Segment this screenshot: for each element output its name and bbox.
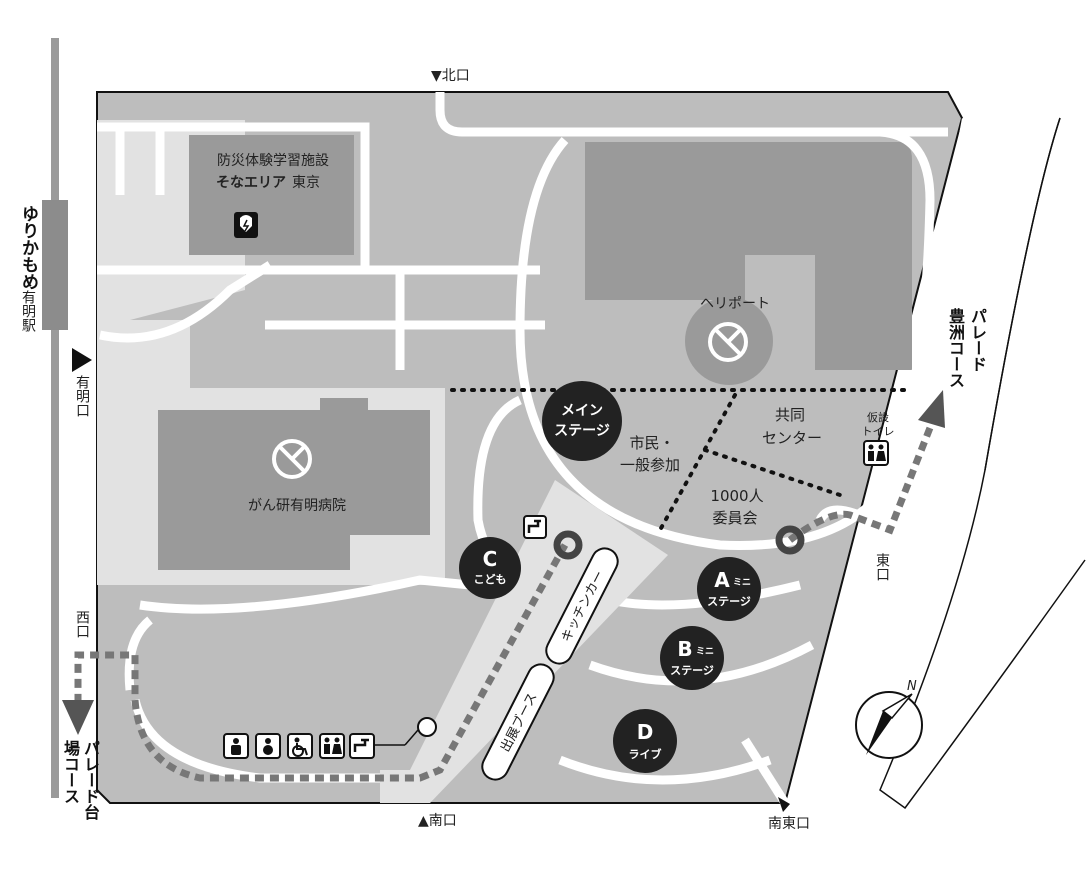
citizen-line2: 一般参加 [620,456,680,474]
toilet-line2: トイレ [862,425,895,438]
ring-marker-east [775,525,805,555]
toilet-line1: 仮設 [867,410,889,424]
sonaarea-line1: 防災体験学習施設 [217,153,329,169]
temporary-toilet-icon [863,440,889,466]
heliport-label: ヘリポート [700,296,770,312]
yurikamome-rail [51,38,59,798]
compass-north-label: N [907,679,917,694]
water-fountain-2-icon [349,733,375,759]
ring-marker-c [553,530,583,560]
committee-line1: 1000人 [710,487,763,505]
booth-pill: 出展ブース [481,663,555,781]
toyosu-line1: パレード [968,308,987,372]
east-gate-label[interactable]: 東口 [874,553,890,581]
stage-main[interactable]: メイン ステージ [542,381,622,461]
stage-a-sub: ステージ [707,595,751,608]
toyosu-line2: 豊洲コース [946,308,965,388]
stage-d-letter: D [637,720,654,744]
stage-d-sub: ライブ [629,747,662,761]
stage-c-letter: C [483,547,498,571]
zone-dividers [450,388,907,532]
south-gate-label[interactable]: ▲南口 [418,813,457,829]
daiba-route-arrow [62,700,94,735]
stage-b-letter: B [677,637,692,661]
toyosu-route-label[interactable]: パレード豊洲コース [944,308,988,388]
facility-icon-row [223,733,375,759]
stage-a-letter: A [714,568,730,592]
daiba-route-label[interactable]: パレード台場コース [61,740,100,820]
compass-icon[interactable]: N [855,679,923,759]
stage-c-sub: こども [474,573,507,586]
stage-c[interactable]: C こども [459,537,521,599]
kyodo-line2: センター [762,429,822,447]
ariake-gate-arrow [72,348,92,372]
west-gate-label[interactable]: 西口 [74,610,90,638]
stage-b-small: ミニ [696,646,714,657]
station-sub: 有明駅 [20,290,36,332]
restroom-icon [319,733,345,759]
citizen-line1: 市民・ [629,434,674,452]
stage-a-small: ミニ [733,577,751,588]
toyosu-route-arrow [918,390,945,428]
station-platform [42,200,68,330]
wheelchair-icon [287,733,313,759]
north-gate-label[interactable]: ▼北口 [431,68,470,84]
parade-routes [74,413,939,782]
stage-a[interactable]: A ミニ ステージ [697,557,761,621]
stage-b[interactable]: B ミニ ステージ [660,626,724,690]
heliport-symbol-icon [708,322,748,362]
sonaarea-line2-bold: そなエリア [216,175,286,191]
nursing-room-icon [223,733,249,759]
hospital-label: がん研有明病院 [248,498,346,514]
sonaarea-building [189,135,354,255]
ariake-gate-label[interactable]: 有明口 [74,375,90,417]
kyodo-line1: 共同 [775,406,805,424]
southeast-gate-label[interactable]: 南東口 [768,816,810,832]
heliport-area [585,142,912,370]
facility-marker [417,717,437,737]
stage-main-line1: メイン [561,403,603,419]
committee-line2: 委員会 [712,509,757,527]
water-fountain-icon [523,515,547,539]
sonaarea-badge-icon [234,212,258,238]
stage-main-line2: ステージ [554,423,610,439]
stage-b-sub: ステージ [670,664,714,677]
hospital-symbol-icon [272,439,312,479]
station-label[interactable]: ゆりかもめ有明駅 [16,205,41,332]
station-name: ゆりかもめ [18,205,38,290]
sonaarea-line2-rest: 東京 [292,175,320,191]
southeast-gate-arrow [778,797,790,812]
baby-care-icon [255,733,281,759]
hospital-building [158,398,430,570]
stage-d[interactable]: D ライブ [613,709,677,773]
